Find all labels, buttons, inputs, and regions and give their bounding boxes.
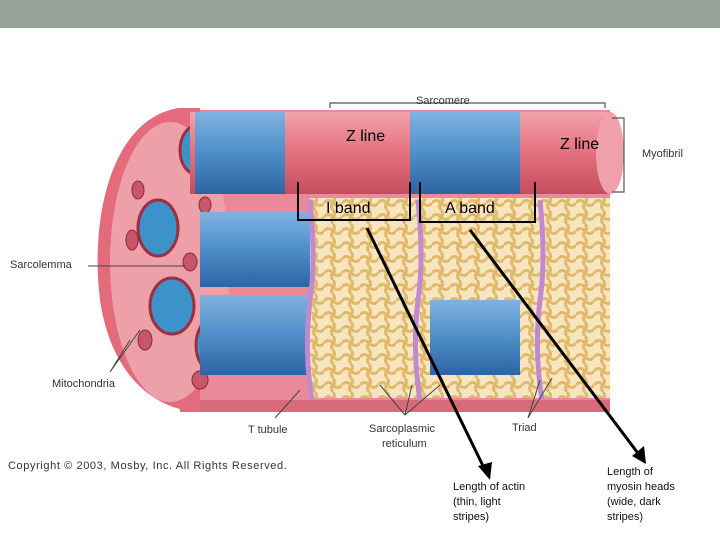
sarcomere-label: Sarcomere [416, 95, 470, 107]
a-band-label: A band [445, 200, 495, 217]
leader-lines [88, 265, 553, 419]
mitochondria-label: Mitochondria [52, 378, 115, 390]
sarcolemma-label: Sarcolemma [10, 259, 72, 271]
fiber-bottom-edge [180, 400, 610, 412]
t-tubule-label: T tubule [248, 424, 288, 436]
actin-note-line-3: stripes) [453, 511, 490, 523]
myofibril-top-a-band-2 [410, 112, 520, 194]
note-arrows [365, 227, 642, 473]
actin-arrowhead [478, 462, 492, 480]
a-band-bracket [419, 182, 536, 223]
myosin-note-line-3: (wide, dark [607, 496, 661, 508]
mitochondria-cluster [125, 180, 212, 390]
myosin-note-line-4: stripes) [607, 511, 644, 523]
actin-note-line-1: Length of actin [453, 481, 526, 493]
z-line-left-label: Z line [346, 128, 386, 145]
z-line-right-label: Z line [560, 136, 600, 153]
sarcoplasmic-reticulum-label-line-1: Sarcoplasmic [369, 423, 436, 435]
myofibril-center [430, 300, 520, 375]
myofibril-lower [200, 295, 310, 375]
myofibril-bracket [612, 117, 625, 193]
myofibril-top-a-band-1 [195, 112, 285, 194]
sarcoplasmic-reticulum-label-line-2: reticulum [382, 438, 427, 450]
triad-label: Triad [512, 422, 537, 434]
i-band-label: I band [326, 200, 371, 217]
myosin-note: Length of myosin heads (wide, dark strip… [607, 465, 707, 525]
myofibril-middle [200, 212, 310, 287]
myosin-note-line-2: myosin heads [607, 481, 675, 493]
copyright-text: Copyright © 2003, Mosby, Inc. All Rights… [8, 460, 288, 472]
sarcomere-bracket [329, 102, 606, 108]
cross-section-myofibril-1 [136, 198, 180, 258]
actin-note-line-2: (thin, light [453, 496, 501, 508]
header-bar [0, 0, 720, 28]
myofibril-top-end [596, 112, 624, 194]
actin-note: Length of actin (thin, light stripes) [453, 480, 553, 525]
myofibril-label: Myofibril [642, 148, 683, 160]
t-tubules [304, 199, 546, 401]
cross-section-myofibril-2 [148, 276, 196, 336]
myosin-arrowhead [632, 446, 646, 464]
myosin-note-line-1: Length of [607, 466, 653, 478]
i-band-bracket [297, 182, 411, 221]
